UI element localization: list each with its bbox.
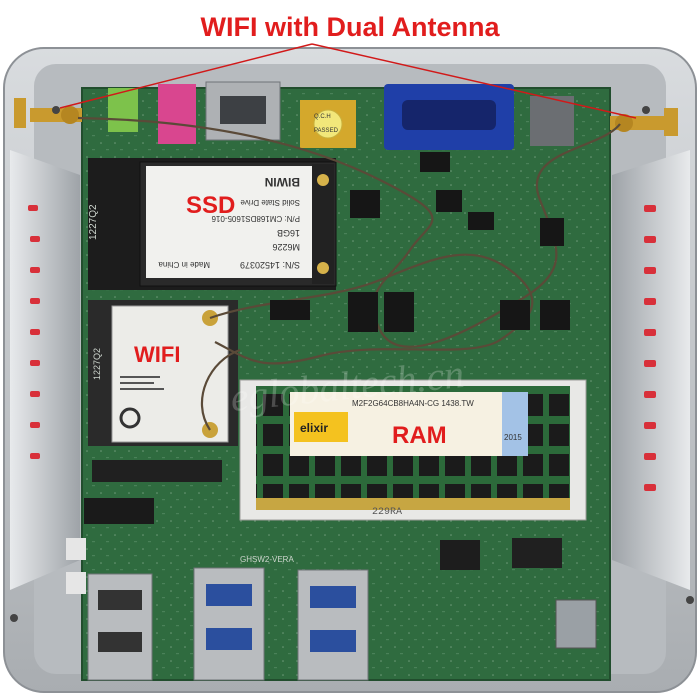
white-connector-1: [66, 538, 86, 560]
wifi-slot-print: 1227Q2: [92, 348, 102, 380]
audio-jack-pink: [158, 84, 196, 144]
power-jack: [555, 599, 597, 649]
hdmi-port: [530, 96, 574, 146]
headline-caption: WIFI with Dual Antenna: [200, 12, 500, 42]
ssd-sticker: [146, 166, 314, 278]
qc-sticker-bottom: PASSED: [314, 128, 339, 134]
ram-part-number: M2F2G64CB8HA4N-CG 1438.TW: [352, 399, 474, 408]
board-chips: [270, 152, 570, 332]
ssd-pn: P/N: CM168DS1605-016: [211, 214, 300, 223]
ssd-brand: BIWIN: [265, 175, 300, 189]
ssd-type: Solid State Drive: [240, 198, 300, 207]
audio-jack-green: [108, 88, 138, 132]
right-pin-header: [512, 538, 562, 568]
board-model-print: GHSW2-VERA: [240, 555, 294, 564]
antenna-pointer-lines: [59, 43, 637, 119]
pin-header: [92, 460, 222, 482]
wifi-label: WIFI: [134, 342, 181, 367]
ssd-sticker-text: S/N: 14520379 M6226 16GB P/N: CM168DS160…: [158, 175, 300, 270]
left-side-wall: [10, 150, 80, 590]
ssd-screw: [317, 174, 329, 186]
qc-sticker-top: Q.C.H: [314, 114, 331, 120]
right-vent-holes: [644, 205, 656, 491]
left-antenna: [14, 98, 82, 128]
wifi-logo: [119, 407, 141, 429]
ram-brand: elixir: [300, 421, 328, 435]
chassis-screws: [10, 106, 694, 622]
front-usb-ports: [87, 567, 369, 681]
wifi-card: [111, 305, 229, 443]
white-connector-2: [66, 572, 86, 594]
left-vent-holes: [28, 205, 40, 459]
ssd-slot-print: 1227Q2: [88, 204, 99, 240]
ssd-model: M6226: [272, 242, 300, 252]
ssd-sn: S/N: 14520379: [240, 260, 300, 270]
right-antenna: [610, 108, 678, 136]
ssd-capacity: 16GB: [277, 228, 300, 238]
ssd-label: SSD: [186, 192, 236, 219]
sata-connector: [84, 498, 154, 524]
ram-socket-print: 229RA: [372, 507, 402, 518]
right-side-wall: [612, 150, 690, 590]
ram-label: RAM: [392, 422, 447, 449]
qc-sticker: [313, 109, 343, 139]
serial-header: [440, 540, 480, 570]
ssd-made-in: Made in China: [158, 260, 210, 269]
ram-year: 2015: [504, 433, 522, 442]
